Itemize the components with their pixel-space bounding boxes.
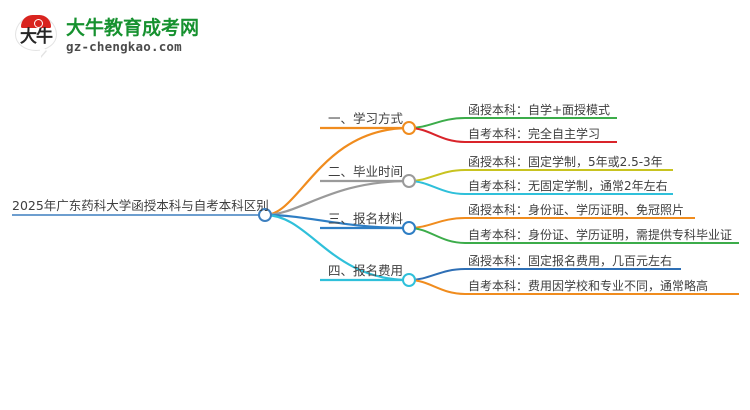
connector-root-branch-4: [264, 213, 410, 282]
branch-node-2[interactable]: [402, 174, 416, 188]
leaf-label-2-2: 自考本科：无固定学制，通常2年左右: [468, 179, 668, 193]
branch-label-2: 二、毕业时间: [327, 164, 403, 179]
site-logo: 大牛 大牛教育成考网 gz-chengkao.com: [14, 8, 224, 62]
branch-label-3: 三、报名材料: [327, 211, 403, 226]
branch-node-3[interactable]: [402, 221, 416, 235]
leaf-label-4-1: 函授本科：固定报名费用，几百元左右: [468, 254, 673, 268]
logo-subtitle: gz-chengkao.com: [66, 38, 182, 54]
leaf-label-2-1: 函授本科：固定学制，5年或2.5-3年: [468, 155, 663, 169]
root-label: 2025年广东药科大学函授本科与自考本科区别: [12, 198, 269, 213]
branch-node-4[interactable]: [402, 273, 416, 287]
logo-mark-icon: 大牛: [14, 12, 60, 58]
leaf-label-1-2: 自考本科：完全自主学习: [468, 127, 601, 141]
logo-accent-dot: [34, 19, 43, 28]
root-node[interactable]: [258, 208, 272, 222]
speech-bubble-tail: [40, 45, 46, 57]
connector-root-branch-1: [264, 126, 410, 217]
connector-branch-3-leaf-1: [408, 217, 695, 229]
logo-title: 大牛教育成考网: [66, 16, 200, 39]
logo-text-block: 大牛教育成考网 gz-chengkao.com: [66, 17, 199, 54]
connector-root-branch-2: [264, 179, 410, 217]
branch-label-4: 四、报名费用: [327, 263, 403, 278]
branch-label-1: 一、学习方式: [327, 111, 403, 126]
logo-mark-text: 大牛: [20, 27, 53, 47]
leaf-label-3-2: 自考本科：身份证、学历证明，需提供专科毕业证: [468, 228, 733, 242]
leaf-label-4-2: 自考本科：费用因学校和专业不同，通常略高: [468, 279, 709, 293]
leaf-label-3-1: 函授本科：身份证、学历证明、免冠照片: [468, 203, 685, 217]
leaf-label-1-1: 函授本科：自学+面授模式: [468, 103, 611, 117]
branch-node-1[interactable]: [402, 121, 416, 135]
